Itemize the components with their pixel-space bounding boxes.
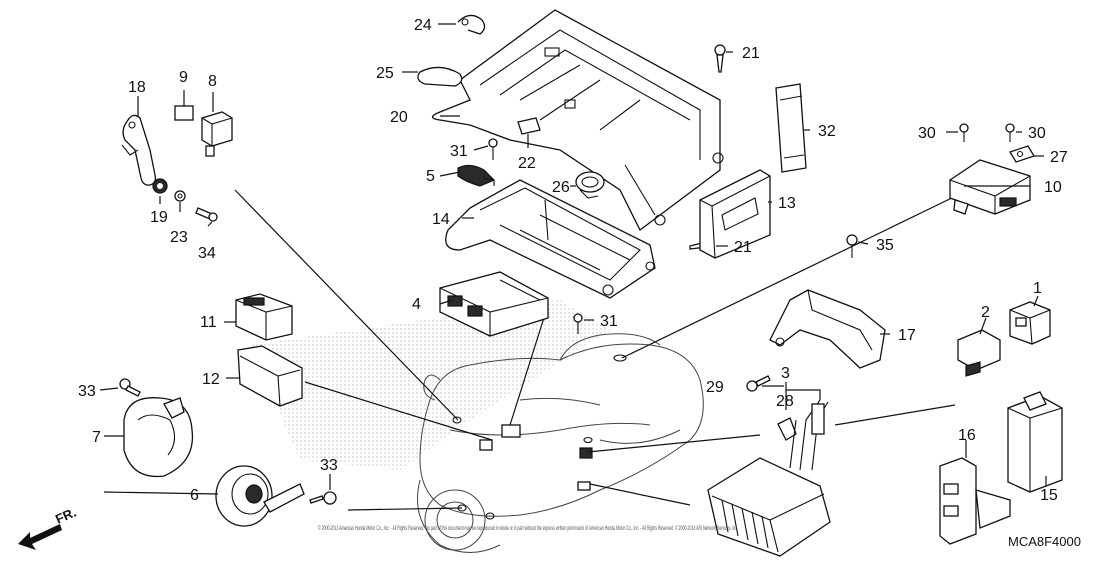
diagram-code: MCA8F4000 — [1008, 534, 1081, 549]
part-13-cover — [699, 169, 771, 259]
motorcycle-outline — [417, 333, 704, 553]
part-18-bracket — [121, 114, 157, 186]
part-31-screw-upper — [488, 138, 498, 160]
callout-17: 17 — [898, 327, 916, 344]
callout-26: 26 — [552, 179, 570, 196]
part-29-bolt — [746, 375, 771, 392]
part-23-collar — [174, 190, 186, 202]
part-2-cover — [957, 329, 1001, 377]
callout-29: 29 — [706, 379, 724, 396]
part-5-holder — [457, 164, 496, 187]
part-15-module — [1007, 391, 1063, 493]
part-21-bolt-upper — [714, 44, 726, 73]
callout-14: 14 — [432, 211, 450, 228]
part-28-clip — [777, 417, 797, 441]
callout-9: 9 — [179, 69, 188, 86]
callout-6: 6 — [190, 487, 199, 504]
part-32-rubber-strap — [775, 83, 807, 173]
callout-27: 27 — [1050, 149, 1068, 166]
part-7-horn — [123, 397, 194, 478]
part-11-control-unit — [235, 293, 293, 341]
callout-numbers: 1 2 3 4 5 6 7 8 9 10 11 12 13 14 15 16 1… — [78, 17, 1068, 504]
part-9-rubber-cushion — [174, 105, 194, 121]
callout-12: 12 — [202, 371, 220, 388]
part-25-band — [417, 66, 463, 87]
callout-33-lower: 33 — [320, 457, 338, 474]
relay-location-marker — [501, 424, 521, 438]
callout-30-right: 30 — [1028, 125, 1046, 142]
callout-33-upper: 33 — [78, 383, 96, 400]
part-19-grommet — [152, 178, 168, 194]
watermark-dot-field — [250, 300, 610, 470]
part-26-hose-clamp — [575, 171, 605, 199]
part-3-regulator-rectifier — [707, 399, 831, 557]
callout-31-upper: 31 — [450, 143, 468, 160]
part-35-bolt — [846, 234, 858, 258]
callout-leaders — [99, 23, 1047, 495]
part-33-bolt-lower — [309, 491, 337, 505]
part-14-battery-tray — [445, 179, 656, 299]
part-8-relay — [201, 111, 233, 157]
part-22-clip — [517, 117, 541, 135]
location-leader-lines — [234, 189, 959, 511]
callout-1: 1 — [1033, 280, 1042, 297]
callout-31-lower: 31 — [600, 313, 618, 330]
module-location-marker — [579, 447, 593, 459]
arrow-left-icon — [18, 524, 62, 550]
direction-label: FR. — [53, 505, 78, 527]
part-20-upper-bracket — [431, 9, 724, 231]
callout-13: 13 — [778, 195, 796, 212]
callout-18: 18 — [128, 79, 146, 96]
callout-8: 8 — [208, 73, 217, 90]
front-direction-arrow: FR. — [18, 505, 78, 550]
callout-4: 4 — [412, 296, 421, 313]
callout-16: 16 — [958, 427, 976, 444]
part-33-bolt-upper — [119, 378, 141, 397]
part-1-cover — [1009, 301, 1051, 345]
part-31-screw-lower — [573, 313, 583, 334]
part-30-screw-left — [959, 123, 969, 142]
callout-10: 10 — [1044, 179, 1062, 196]
part-34-bolt — [195, 207, 218, 222]
callout-30-left: 30 — [918, 125, 936, 142]
part-24-clamp — [457, 14, 486, 35]
callout-7: 7 — [92, 429, 101, 446]
callout-32: 32 — [818, 123, 836, 140]
part-17-bracket — [769, 289, 886, 369]
callout-5: 5 — [426, 168, 435, 185]
callout-15: 15 — [1040, 487, 1058, 504]
callout-2: 2 — [981, 304, 990, 321]
copyright-text: © 2000-2013 American Honda Motor Co., In… — [318, 524, 738, 532]
part-27-clip — [1009, 145, 1035, 163]
callout-21-upper: 21 — [742, 45, 760, 62]
callout-20: 20 — [390, 109, 408, 126]
callout-22: 22 — [518, 155, 536, 172]
relay-location-marker — [479, 439, 493, 451]
callout-25: 25 — [376, 65, 394, 82]
callout-3: 3 — [781, 365, 790, 382]
part-30-screw-right — [1005, 123, 1015, 142]
callout-23: 23 — [170, 229, 188, 246]
callout-11: 11 — [200, 314, 217, 331]
part-4-ecm — [439, 271, 549, 337]
callout-19: 19 — [150, 209, 168, 226]
callout-24: 24 — [414, 17, 432, 34]
part-12-rubber-cover — [237, 345, 303, 407]
part-10-module — [949, 159, 1031, 215]
module-location-marker — [577, 481, 591, 491]
callout-28: 28 — [776, 393, 794, 410]
callout-34: 34 — [198, 245, 216, 262]
callout-35: 35 — [876, 237, 894, 254]
part-16-cover — [939, 457, 1011, 545]
callout-21-lower: 21 — [734, 239, 752, 256]
part-6-horn — [215, 465, 305, 527]
